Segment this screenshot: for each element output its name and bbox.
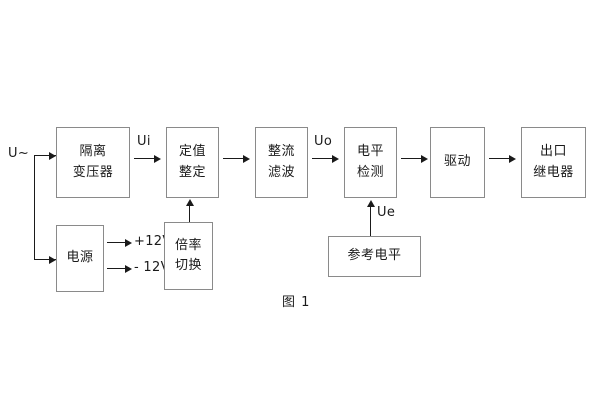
block-isolation-transformer-line-2: 变压器 [72, 164, 114, 180]
arrowhead-to-power-supply [49, 255, 56, 264]
connector-isolation-to-setting [134, 158, 156, 159]
figure-caption: 图 1 [282, 295, 311, 310]
arrowhead-to-level-detection-from-reference [366, 200, 375, 207]
arrowhead-to-rectify-filter [243, 154, 250, 163]
input-bus-vertical [34, 155, 35, 259]
block-drive: 驱动 [430, 127, 485, 198]
block-reference-level: 参考电平 [328, 236, 421, 277]
connector-reference-to-level [370, 206, 371, 236]
block-setting-value-line-2: 整定 [178, 164, 206, 180]
arrowhead-to-setting-value [154, 154, 161, 163]
rail-label-negative: - 12V [134, 260, 170, 275]
connector-rectify-to-level [312, 158, 334, 159]
arrowhead-to-isolation-transformer [49, 151, 56, 160]
block-multiplier-switch-line-1: 倍率 [174, 237, 202, 253]
connector-setting-to-rectify [223, 158, 245, 159]
block-power-supply-line-1: 电源 [66, 250, 94, 266]
arrowhead-rail-positive [125, 238, 132, 247]
signal-label-uo: Uo [314, 134, 333, 149]
block-output-relay: 出口 继电器 [521, 127, 586, 198]
block-level-detection-line-1: 电平 [356, 144, 384, 160]
block-level-detection-line-2: 检测 [356, 164, 384, 180]
signal-label-ue: Ue [377, 205, 396, 220]
block-multiplier-switch-line-2: 切换 [174, 258, 202, 273]
arrowhead-rail-negative [125, 264, 132, 273]
connector-multiplier-to-setting [189, 205, 190, 222]
block-rectify-filter: 整流 滤波 [255, 127, 308, 198]
connector-level-to-drive [401, 158, 423, 159]
block-output-relay-line-1: 出口 [539, 144, 567, 160]
rail-label-positive: +12V [134, 234, 172, 249]
block-power-supply: 电源 [56, 225, 104, 292]
block-reference-level-line-1: 参考电平 [347, 248, 402, 264]
input-bus-bottom-segment [34, 259, 56, 260]
arrowhead-to-level-detection [332, 154, 339, 163]
arrowhead-to-drive [421, 154, 428, 163]
block-output-relay-line-2: 继电器 [533, 164, 574, 180]
input-bus-top-segment [34, 155, 56, 156]
block-isolation-transformer: 隔离 变压器 [56, 127, 130, 198]
block-setting-value: 定值 整定 [166, 127, 219, 198]
block-rectify-filter-line-1: 整流 [267, 144, 295, 160]
block-isolation-transformer-line-1: 隔离 [79, 144, 107, 160]
block-multiplier-switch: 倍率 切换 [164, 222, 213, 290]
block-level-detection: 电平 检测 [344, 127, 397, 198]
connector-drive-to-output-relay [489, 158, 511, 159]
input-voltage-label: U~ [8, 146, 30, 161]
signal-label-ui: Ui [137, 134, 151, 149]
arrowhead-to-output-relay [509, 154, 516, 163]
connector-rail-negative [107, 268, 127, 269]
arrowhead-to-setting-value-from-multiplier [185, 199, 194, 206]
block-rectify-filter-line-2: 滤波 [267, 164, 295, 180]
connector-rail-positive [107, 242, 127, 243]
block-setting-value-line-1: 定值 [178, 144, 206, 160]
block-drive-line-1: 驱动 [443, 154, 471, 170]
